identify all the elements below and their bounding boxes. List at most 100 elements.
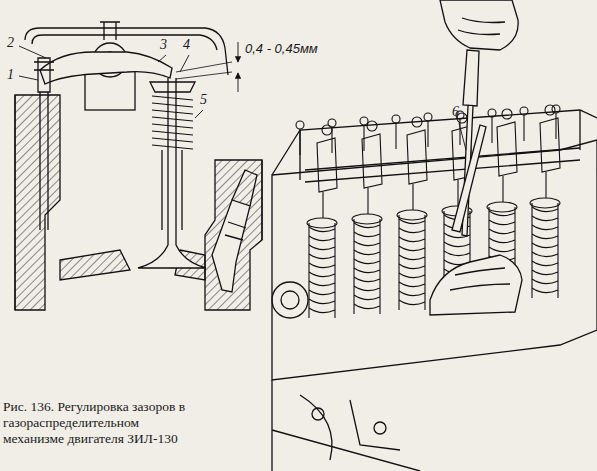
spring-coil (532, 234, 558, 239)
spring-coil (489, 247, 515, 252)
spring-cap (487, 202, 517, 212)
rocker-arm (540, 118, 560, 172)
spring-coil (354, 295, 380, 300)
spring-coil (152, 96, 193, 100)
stud (459, 119, 460, 145)
callout-number: 2 (7, 36, 14, 50)
bolt (367, 121, 377, 131)
valve-stem (545, 172, 546, 198)
stud (395, 123, 396, 149)
spring-coil (354, 259, 380, 264)
spring-coil (152, 117, 193, 121)
spring-coil (354, 277, 380, 282)
spring-coil (152, 131, 193, 135)
stud (328, 119, 336, 127)
valve-stem (412, 184, 413, 210)
callout-number: 4 (183, 38, 190, 52)
spring-coil (309, 236, 335, 241)
spring-coil (532, 252, 558, 257)
spring-coil (152, 145, 193, 149)
spring-cap (530, 198, 560, 208)
engine-head (272, 110, 597, 471)
stud (488, 109, 496, 117)
valve-stem (322, 192, 323, 218)
callout-number: 5 (200, 93, 207, 107)
callout-number: 1 (7, 68, 14, 82)
spring-coil (399, 282, 425, 287)
spring-coil (309, 254, 335, 259)
valve-stem (367, 188, 368, 214)
spring-coil (399, 246, 425, 251)
valve-spring (309, 223, 335, 318)
bolt (412, 117, 422, 127)
spring-coil (444, 251, 470, 256)
spring-coil (354, 241, 380, 246)
spring-coil (489, 229, 515, 234)
stud (363, 125, 364, 151)
spring-coil (399, 237, 425, 242)
spring-coil (532, 288, 558, 293)
spring-coil (309, 308, 335, 313)
spring-coil (152, 103, 193, 107)
spring-coil (532, 279, 558, 284)
rocker-arm (497, 122, 517, 176)
dimension-label: 0,4 - 0,45мм (245, 42, 318, 55)
spring-coil (152, 110, 193, 114)
stud (360, 117, 368, 125)
spring-cap (307, 218, 337, 228)
leader-line (459, 123, 466, 150)
spring-coil (152, 124, 193, 128)
stud (424, 113, 432, 121)
stud (299, 129, 300, 155)
spring-coil (309, 245, 335, 250)
stud (392, 115, 400, 123)
stud (427, 121, 428, 147)
callout-number: 3 (160, 38, 167, 52)
bolt (502, 109, 512, 119)
spring-cap (397, 210, 427, 220)
valve-spring (354, 219, 380, 314)
hands-and-tools (430, 0, 522, 315)
spring-coil (399, 255, 425, 260)
spring-coil (152, 138, 193, 142)
spring-coil (354, 286, 380, 291)
spring-coil (309, 281, 335, 286)
valve-spring (399, 215, 425, 310)
spring-coil (399, 291, 425, 296)
callout-number: 6 (452, 105, 459, 119)
stud (331, 127, 332, 153)
valve-stem (457, 180, 458, 206)
spring-coil (489, 238, 515, 243)
spring-coil (309, 290, 335, 295)
valve-stem (502, 176, 503, 202)
spring-coil (532, 270, 558, 275)
rocker-arm (317, 138, 337, 192)
stud (555, 113, 556, 139)
spring-coil (309, 299, 335, 304)
spring-coil (399, 264, 425, 269)
figure-caption: Рис. 136. Регулировка зазоров в газорасп… (3, 399, 189, 448)
spring-coil (532, 261, 558, 266)
spring-coil (399, 300, 425, 305)
valve-spring (532, 203, 558, 298)
stud (552, 105, 560, 113)
stud (296, 121, 304, 129)
spring-coil (309, 272, 335, 277)
spring-cap (352, 214, 382, 224)
spring-coil (354, 250, 380, 255)
spring-coil (532, 243, 558, 248)
cross-section (15, 22, 262, 310)
spring-coil (399, 228, 425, 233)
stud (520, 107, 528, 115)
spring-coil (489, 220, 515, 225)
spring-coil (354, 304, 380, 309)
spring-coil (532, 216, 558, 221)
spring-coil (444, 242, 470, 247)
rocker-arm (407, 130, 427, 184)
spring-coil (354, 268, 380, 273)
rocker-arm (362, 134, 382, 188)
spring-coil (309, 263, 335, 268)
spring-coil (399, 273, 425, 278)
stud (491, 117, 492, 143)
spring-coil (354, 232, 380, 237)
